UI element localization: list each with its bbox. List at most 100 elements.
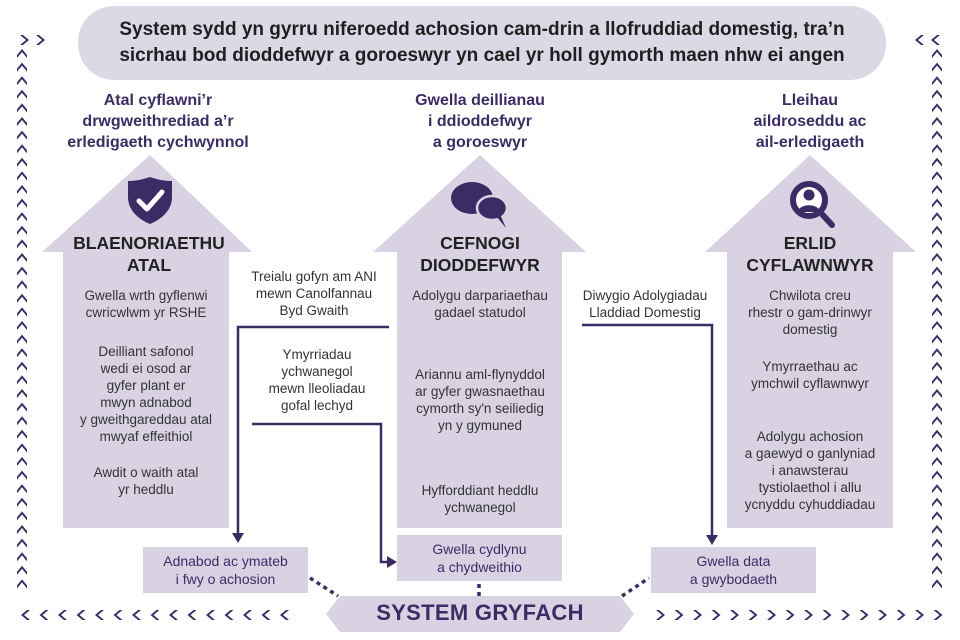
initiative-dhr-reform: Diwygio Adolygiadau Lladdiad Domestig: [582, 288, 708, 320]
chevron-up-icon: [17, 76, 27, 86]
pillar-title-victims: CEFNOGI DIODDEFWYR: [420, 233, 540, 275]
chevron-right-icon: [674, 610, 684, 620]
chevron-left-icon: [76, 610, 86, 620]
outcome-identify-respond: Adnabod ac ymateb i fwy o achosion: [143, 547, 308, 593]
chevron-up-icon: [17, 348, 27, 358]
pillar-arrow-victims: [373, 155, 586, 528]
chevron-up-icon: [932, 375, 942, 385]
chevron-left-icon: [224, 610, 234, 620]
goal-victims: Gwella deillianau i ddioddefwyr a goroes…: [415, 92, 545, 151]
speech-bubbles-icon: [451, 182, 509, 228]
chevron-left-icon: [915, 35, 924, 45]
chevron-up-icon: [932, 538, 942, 548]
chevron-right-icon: [20, 35, 29, 45]
pillar-arrow-prevention: [42, 155, 252, 528]
chevron-up-icon: [17, 334, 27, 344]
chevron-up-icon: [932, 62, 942, 72]
chevron-up-icon: [932, 253, 942, 262]
chevron-up-icon: [932, 144, 942, 154]
chevron-up-icon: [932, 117, 942, 126]
chevron-up-icon: [17, 565, 27, 575]
chevron-right-icon: [896, 610, 906, 620]
chevron-right-icon: [822, 610, 832, 620]
chevron-up-icon: [17, 49, 27, 58]
chevron-up-icon: [17, 293, 27, 303]
chevron-up-icon: [17, 429, 27, 439]
chevron-up-icon: [932, 103, 942, 113]
dotted-link-data: [621, 576, 650, 598]
pillar-item-police-audit: Awdit o waith atal yr heddlu: [93, 465, 199, 497]
chevron-left-icon: [187, 610, 197, 620]
system-gryfach-shape: [326, 596, 634, 632]
chevron-up-icon: [932, 457, 942, 466]
vision-banner: System sydd yn gyrru niferoedd achosion …: [78, 6, 886, 80]
chevron-up-icon: [932, 225, 942, 235]
chevron-left-icon: [243, 610, 252, 620]
chevron-up-icon: [932, 280, 942, 290]
chevron-up-icon: [17, 525, 27, 534]
chevron-up-icon: [17, 198, 27, 208]
initiative-ani-trial: Treialu gofyn am ANI mewn Canolfannau By…: [251, 269, 377, 318]
chevron-left-icon: [931, 35, 940, 45]
chevron-up-icon: [17, 389, 27, 398]
system-gryfach-label: SYSTEM GRYFACH: [376, 600, 584, 625]
outcome-data-knowledge: Gwella data a gwybodaeth: [651, 547, 816, 593]
chevron-up-icon: [17, 171, 27, 181]
chevron-left-icon: [113, 610, 123, 620]
pillar-item-multi-year-funding: Ariannu aml-flynyddol ar gyfer gwasnaeth…: [415, 367, 545, 433]
chevron-up-icon: [932, 89, 942, 99]
pillar-item-abuser-register: Chwilota creu rhestr o gam-drinwyr domes…: [748, 288, 872, 337]
chevron-left-icon: [39, 610, 49, 620]
chevron-right-icon: [915, 610, 924, 620]
chevron-right-icon: [841, 610, 850, 620]
chevron-right-icon: [878, 610, 887, 620]
chevron-up-icon: [932, 157, 942, 167]
pillar-item-perpetrator-interventions: Ymyrraethau ac ymchwil cyflawnwyr: [751, 359, 869, 391]
outcome-coordination: Gwella cydlynu a chydweithio: [397, 535, 562, 581]
shield-check-icon: [128, 177, 172, 224]
chevron-up-icon: [932, 565, 942, 575]
chevron-up-icon: [17, 375, 27, 385]
pillar-item-standard-outcome: Deilliant safonol wedi ei osod ar gyfer …: [79, 344, 213, 444]
chevron-up-icon: [932, 334, 942, 344]
chevron-left-icon: [21, 610, 30, 620]
chevron-left-icon: [280, 610, 289, 620]
chevron-up-icon: [932, 525, 942, 534]
chevron-up-icon: [932, 49, 942, 58]
chevron-up-icon: [932, 443, 942, 453]
chevron-right-icon: [785, 610, 795, 620]
goal-prevent: Atal cyflawni’r drwgweithrediad a’r erle…: [67, 92, 249, 151]
chevron-right-icon: [693, 610, 702, 620]
chevron-up-icon: [17, 266, 27, 276]
pillar-item-closed-cases-review: Adolygu achosion a gaewyd o ganlyniad i …: [744, 429, 876, 512]
chevron-right-icon: [804, 610, 813, 620]
chevron-up-icon: [932, 511, 942, 521]
chevron-up-icon: [17, 497, 27, 507]
chevron-up-icon: [932, 198, 942, 208]
chevron-up-icon: [17, 185, 27, 194]
chevron-left-icon: [261, 610, 271, 620]
chevron-up-icon: [932, 76, 942, 86]
chevron-up-icon: [17, 457, 27, 466]
chevron-up-icon: [17, 280, 27, 290]
chevron-up-icon: [17, 117, 27, 126]
chevron-up-icon: [17, 416, 27, 426]
arrowhead-down-icon: [706, 535, 718, 545]
chevron-right-icon: [656, 610, 665, 620]
arrowhead-right-icon: [387, 556, 397, 568]
chevron-left-icon: [150, 610, 160, 620]
vision-line-1: System sydd yn gyrru niferoedd achosion …: [119, 19, 845, 40]
chevron-up-icon: [17, 89, 27, 99]
pillar-title-perpetrators: ERLID CYFLAWNWYR: [746, 233, 874, 275]
chevron-up-icon: [17, 484, 27, 494]
chevron-up-icon: [17, 253, 27, 262]
chevron-up-icon: [17, 552, 27, 562]
pillar-item-rshe: Gwella wrth gyflenwi cwricwlwm yr RSHE: [84, 288, 208, 320]
chevron-up-icon: [932, 266, 942, 276]
chevron-up-icon: [17, 157, 27, 167]
chevron-up-icon: [17, 579, 27, 589]
chevron-up-icon: [17, 103, 27, 113]
vision-line-2: sicrhau bod dioddefwyr a goroeswyr yn ca…: [119, 45, 845, 66]
